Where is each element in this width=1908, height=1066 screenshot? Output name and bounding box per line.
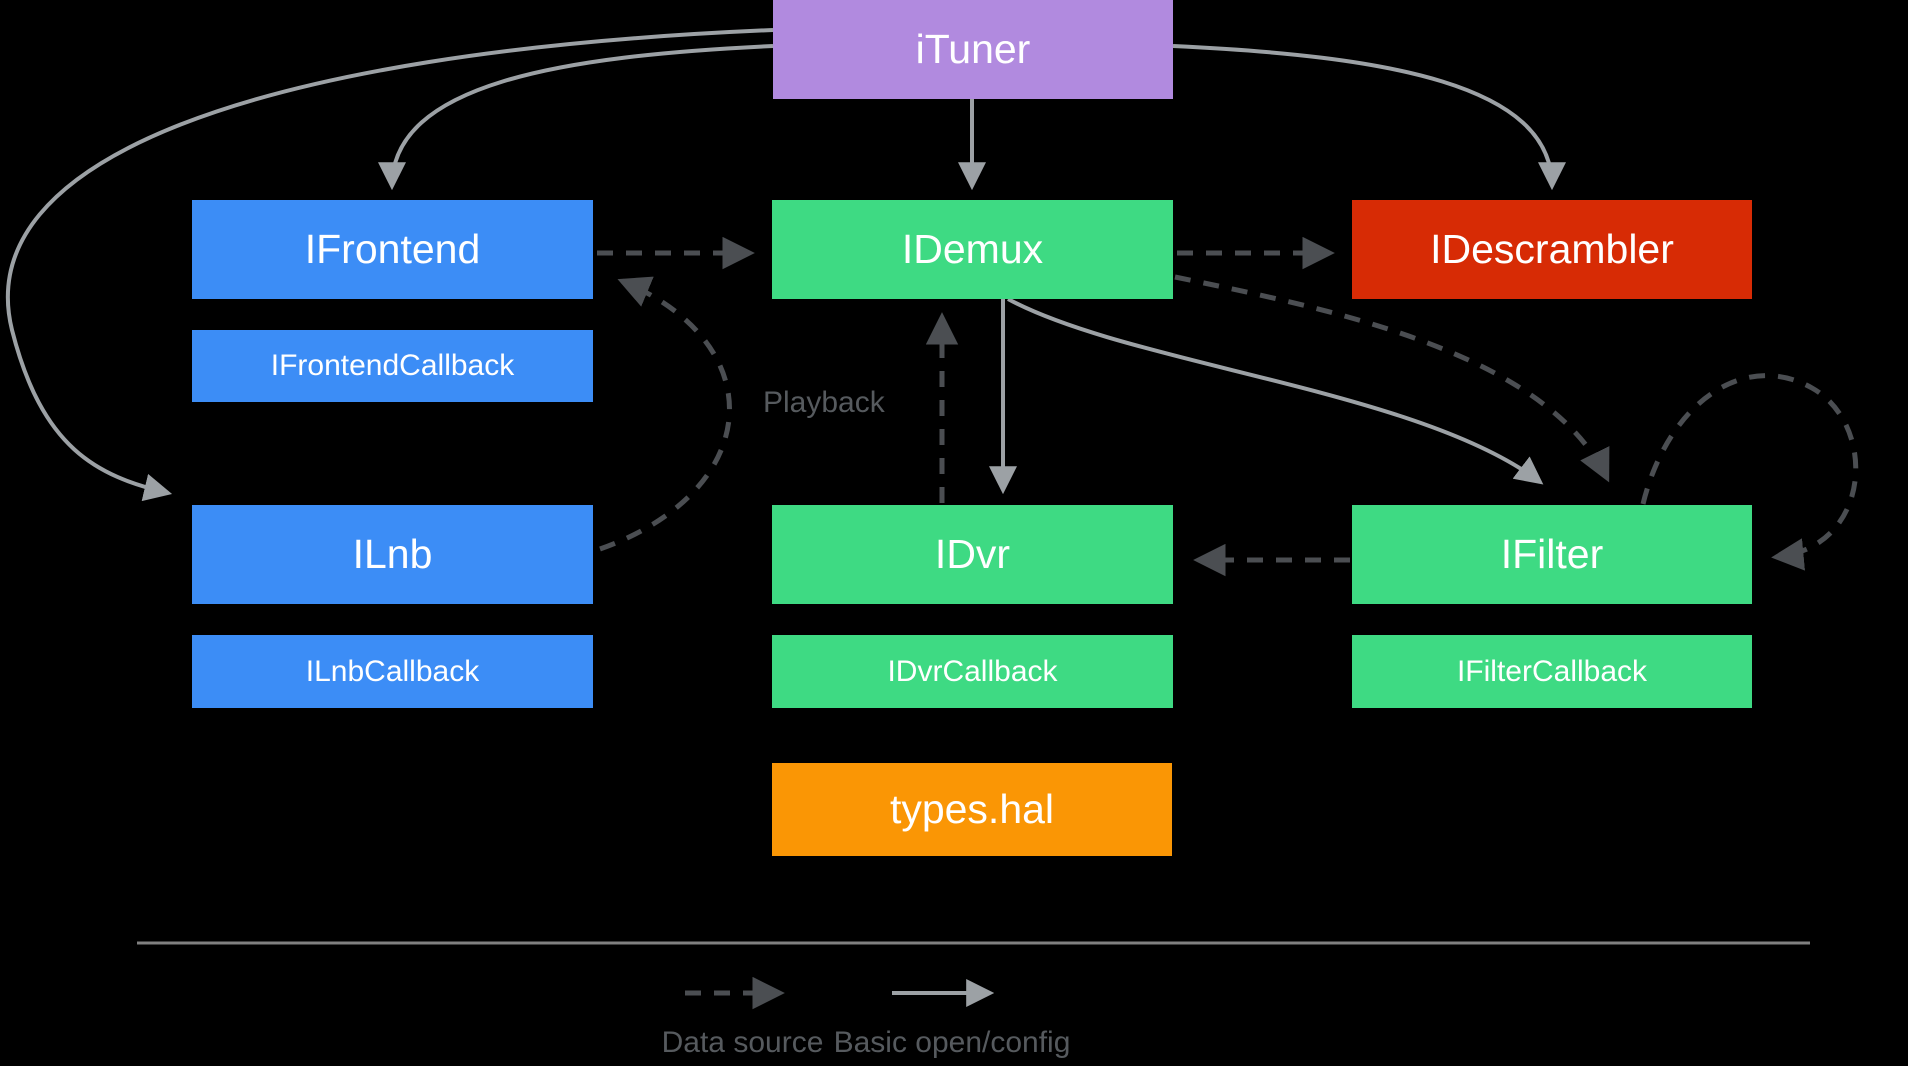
node-types-hal: types.hal — [772, 763, 1172, 856]
edge-ilnb-ifrontend — [599, 276, 732, 552]
node-ifilter-callback: IFilterCallback — [1352, 635, 1752, 708]
edge-ituner-idescrambler — [1172, 44, 1566, 191]
playback-annotation: Playback — [763, 386, 885, 419]
edge-idemux-ifilter-solid — [1007, 297, 1544, 485]
node-ilnb: ILnb — [192, 505, 593, 604]
node-ilnb-callback: ILnbCallback — [192, 635, 593, 708]
node-idemux: IDemux — [772, 200, 1173, 299]
edge-idemux-ifilter-dashed — [1174, 274, 1610, 483]
edge-ifilter-self-loop — [1640, 373, 1859, 571]
edge-ituner-ifrontend — [378, 44, 774, 191]
node-idvr: IDvr — [772, 505, 1173, 604]
node-ifilter: IFilter — [1352, 505, 1752, 604]
node-idescrambler: IDescrambler — [1352, 200, 1752, 299]
node-ifrontend-callback: IFrontendCallback — [192, 330, 593, 402]
node-ifrontend: IFrontend — [192, 200, 593, 299]
node-idvr-callback: IDvrCallback — [772, 635, 1173, 708]
edge-ituner-ilnb — [5, 28, 774, 502]
legend-dashed-label: Data source — [661, 1026, 824, 1059]
node-ituner: iTuner — [773, 0, 1173, 99]
legend-solid-label: Basic open/config — [833, 1026, 1071, 1059]
